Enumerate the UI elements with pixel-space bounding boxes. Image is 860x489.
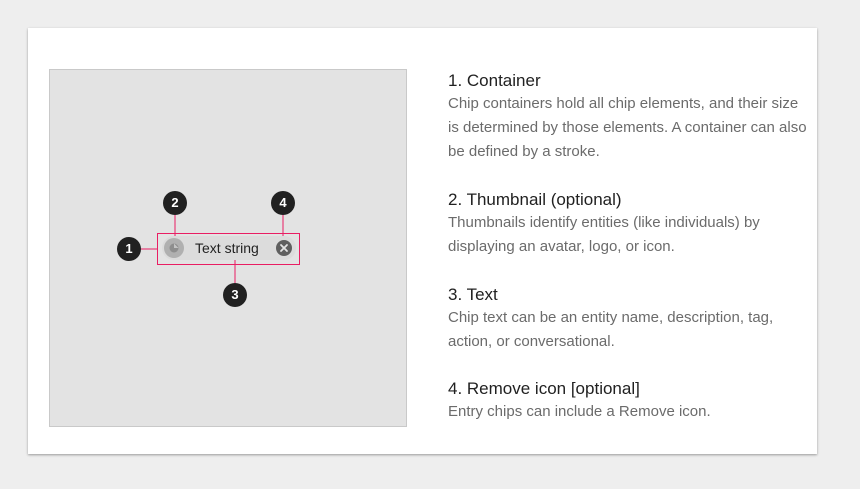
description-title: 3. Text bbox=[448, 285, 498, 304]
callout-lines bbox=[141, 215, 284, 283]
container-outline bbox=[157, 233, 300, 265]
description-title: 4. Remove icon [optional] bbox=[448, 379, 640, 398]
chip-anatomy-diagram: Text string 1 2 3 4 bbox=[49, 69, 407, 427]
description-thumbnail: 2. Thumbnail (optional) Thumbnails ident… bbox=[448, 189, 808, 259]
chip[interactable]: Text string bbox=[162, 236, 296, 260]
callout-badge-4: 4 bbox=[271, 191, 295, 215]
description-title: 2. Thumbnail (optional) bbox=[448, 190, 622, 209]
description-title: 1. Container bbox=[448, 71, 541, 90]
callout-badge-2: 2 bbox=[163, 191, 187, 215]
description-body: Entry chips can include a Remove icon. bbox=[448, 403, 711, 420]
description-remove-icon: 4. Remove icon [optional] Entry chips ca… bbox=[448, 378, 808, 424]
callout-badge-3: 3 bbox=[223, 283, 247, 307]
description-text: 3. Text Chip text can be an entity name,… bbox=[448, 284, 808, 354]
description-container: 1. Container Chip containers hold all ch… bbox=[448, 70, 808, 164]
chip-text: Text string bbox=[195, 240, 259, 256]
description-body: Thumbnails identify entities (like indiv… bbox=[448, 214, 760, 255]
description-body: Chip text can be an entity name, descrip… bbox=[448, 309, 774, 350]
callout-badge-1: 1 bbox=[117, 237, 141, 261]
content-card: Text string 1 2 3 4 1. Container Chip co… bbox=[28, 28, 817, 454]
description-body: Chip containers hold all chip elements, … bbox=[448, 95, 807, 160]
close-icon[interactable] bbox=[276, 240, 292, 256]
avatar-icon bbox=[164, 238, 184, 258]
